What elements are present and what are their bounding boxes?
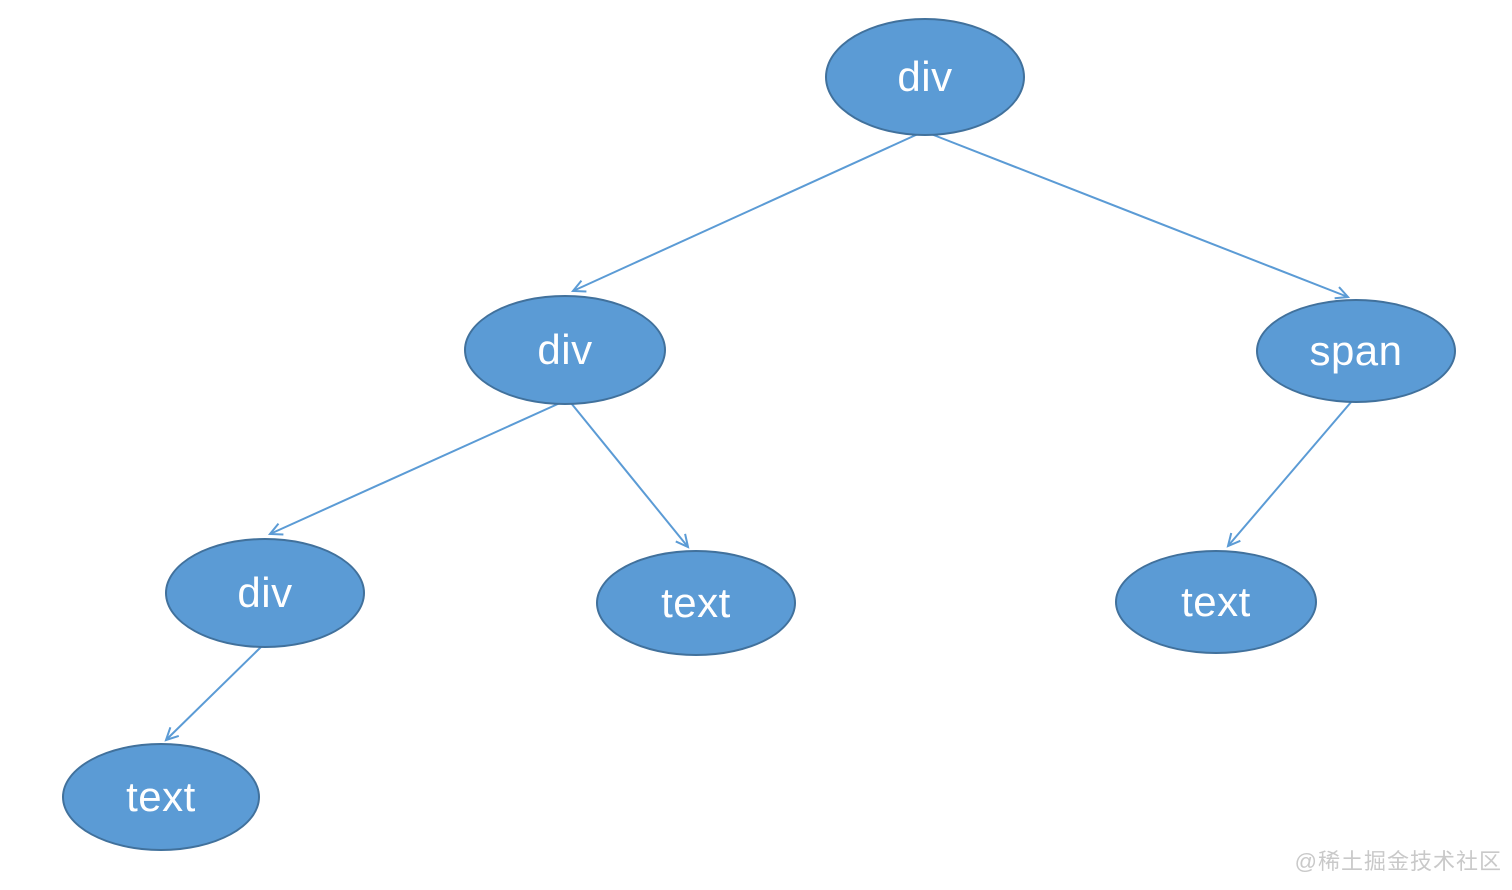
tree-node-left-div: div [464, 295, 666, 405]
node-label: div [237, 569, 293, 616]
edge-left-div-to-middle-text [570, 402, 690, 549]
node-label: text [661, 579, 731, 626]
node-label: text [126, 773, 196, 820]
node-label: text [1181, 578, 1251, 625]
tree-node-middle-text: text [596, 550, 796, 656]
tree-node-root-div: div [825, 18, 1025, 136]
edge-right-span-to-right-text [1226, 400, 1353, 548]
watermark: @稀土掘金技术社区 [1294, 849, 1502, 874]
node-label: span [1309, 327, 1403, 374]
tree-node-left-left-div: div [165, 538, 365, 648]
tree-node-bottom-left-text: text [62, 743, 260, 851]
edge-root-div-to-left-div [570, 133, 919, 293]
tree-node-right-span: span [1256, 299, 1456, 403]
edge-left-div-to-left-left-div [267, 402, 561, 536]
edge-root-div-to-right-span [930, 133, 1351, 300]
tree-node-right-text: text [1115, 550, 1317, 654]
node-label: div [897, 53, 953, 100]
edge-left-left-div-to-bottom-left-text [164, 645, 263, 742]
node-label: div [537, 326, 593, 373]
